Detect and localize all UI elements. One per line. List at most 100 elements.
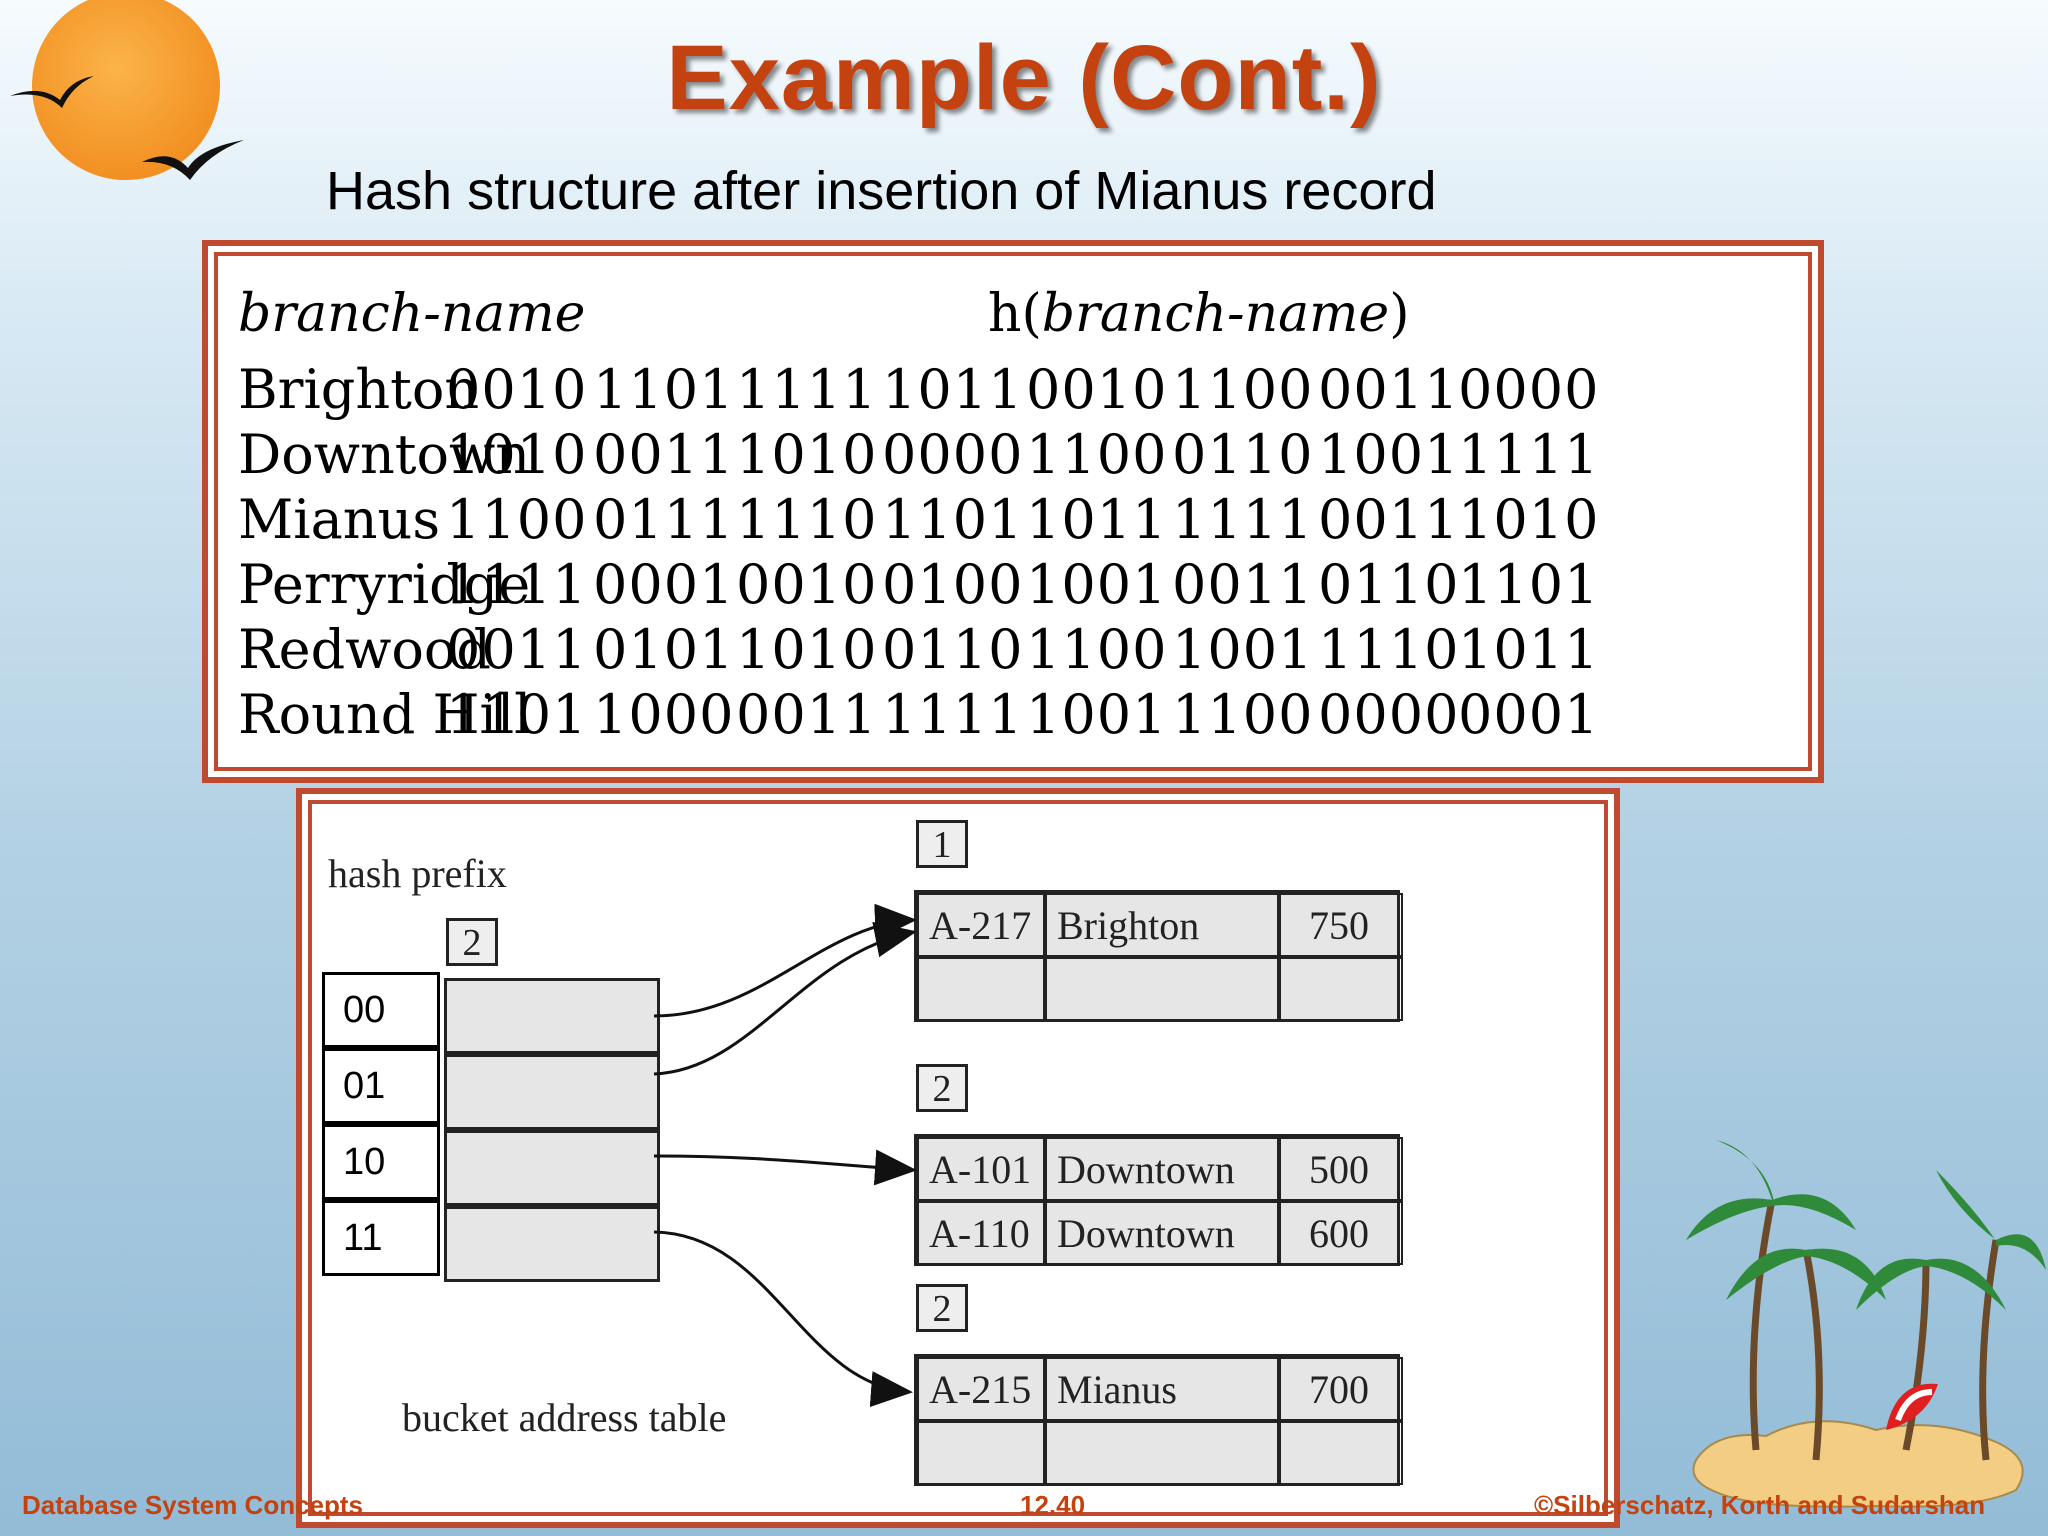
arrow-11 [653,1230,913,1408]
hash-bits-cell: 1110 [736,488,878,551]
hash-bits-cell: 0010 [1026,358,1168,421]
record-account: A-217 [917,893,1045,957]
hash-bits-cell: 1001 [1172,618,1314,681]
hash-bits-cell: 0100 [882,553,1024,616]
hash-bits-cell: 0001 [1458,683,1600,746]
empty-slot [1279,1421,1403,1485]
record-branch: Downtown [1045,1137,1279,1201]
bucket-address-table-label: bucket address table [402,1395,727,1440]
hash-bits-cell: 1100 [446,488,588,551]
hash-bits-cell: 0011 [446,618,588,681]
hash-bits-cell: 1100 [1172,683,1314,746]
empty-slot [917,1421,1045,1485]
hash-bits-cell: 0011 [736,683,878,746]
branch-name-cell: Brighton [238,358,480,421]
hash-bits-cell: 1101 [446,683,588,746]
branch-name-cell: Redwood [238,618,491,681]
hash-bits-cell: 1010 [736,618,878,681]
hash-bits-cell: 1111 [1458,423,1600,486]
record-balance: 750 [1279,893,1403,957]
empty-slot [917,957,1045,1021]
hash-bits-cell: 1100 [1026,618,1168,681]
bucket-pointer-cell [444,978,660,1054]
hash-bits-cell: 1011 [1458,618,1600,681]
hash-bits-cell: 1000 [593,683,735,746]
hash-bits-cell: 1010 [1458,488,1600,551]
branch-name-cell: Round Hill [238,683,532,746]
hash-prefix-label: hash prefix [328,851,507,896]
footer-left: Database System Concepts [22,1490,364,1520]
hash-bits-cell: 1100 [1172,358,1314,421]
hash-bits-cell: 0010 [736,553,878,616]
hash-bits-cell: 0111 [593,488,735,551]
hash-bits-cell: 1111 [736,358,878,421]
hash-bits-cell: 0011 [1318,488,1460,551]
hash-bits-cell: 1100 [1026,423,1168,486]
hash-bits-cell: 0110 [1318,553,1460,616]
hash-bits-cell: 0011 [1172,553,1314,616]
hash-bits-cell: 1001 [1026,553,1168,616]
hash-bits-cell: 0000 [1458,358,1600,421]
bucket-local-depth: 1 [916,820,968,868]
arrow-01 [653,921,917,1076]
hash-bits-cell: 1111 [882,683,1024,746]
hash-bits-cell: 1011 [882,358,1024,421]
footer-right: ©Silberschatz, Korth and Sudarshan [1534,1490,1986,1520]
branch-name-cell: Mianus [238,488,441,551]
record-balance: 600 [1279,1201,1403,1265]
hash-bits-cell: 0010 [446,358,588,421]
sun-icon [10,0,244,180]
palm-island-icon [1686,1140,2046,1508]
hash-bits-cell: 1111 [1172,488,1314,551]
empty-slot [1045,1421,1279,1485]
bucket-local-depth: 2 [916,1284,968,1332]
hash-bits-cell: 0001 [593,553,735,616]
bucket-pointer-cell [444,1130,660,1206]
record-branch: Downtown [1045,1201,1279,1265]
hash-bits-cell: 0110 [882,618,1024,681]
branch-name-cell: Downtown [238,423,531,486]
slide-title: Example (Cont.) [666,27,1382,129]
hash-bits-cell: 1001 [1318,423,1460,486]
hash-bits-cell: 1001 [1026,683,1168,746]
record-account: A-101 [917,1137,1045,1201]
hash-bits-cell: 0011 [1318,358,1460,421]
hash-prefix-cell: 10 [322,1124,440,1200]
hash-prefix-cell: 00 [322,972,440,1048]
bird-icon [10,76,94,108]
bucket-pointer-cell [444,1206,660,1282]
record-account: A-110 [917,1201,1045,1265]
record-balance: 700 [1279,1357,1403,1421]
hash-bits-cell: 1110 [1318,618,1460,681]
empty-slot [1279,957,1403,1021]
column-header-branch-name: branch-name [238,284,586,344]
footer-center: 12.40 [1020,1490,1086,1520]
column-header-hash: h(branch-name) [988,284,1410,344]
hash-bits-cell: 0000 [1318,683,1460,746]
hash-bits-cell: 1101 [882,488,1024,551]
record-account: A-215 [917,1357,1045,1421]
hash-prefix-cell: 11 [322,1200,440,1276]
arrow-10 [653,1149,917,1186]
pointer-arrows [653,903,917,1408]
empty-slot [1045,957,1279,1021]
hash-bits-cell: 0110 [1172,423,1314,486]
global-depth-box: 2 [446,918,498,966]
slide-subtitle: Hash structure after insertion of Mianus… [326,161,1437,221]
hash-prefix-cell: 01 [322,1048,440,1124]
hash-bits-cell: 0011 [593,423,735,486]
record-balance: 500 [1279,1137,1403,1201]
hash-bits-cell: 0000 [882,423,1024,486]
hash-bits-cell: 1101 [1458,553,1600,616]
record-branch: Mianus [1045,1357,1279,1421]
bucket-pointer-cell [444,1054,660,1130]
hash-bits-cell: 1010 [446,423,588,486]
bird-icon [142,140,244,180]
arrow-00 [653,903,917,1018]
hash-bits-cell: 1010 [736,423,878,486]
record-branch: Brighton [1045,893,1279,957]
hash-bits-cell: 1111 [446,553,588,616]
